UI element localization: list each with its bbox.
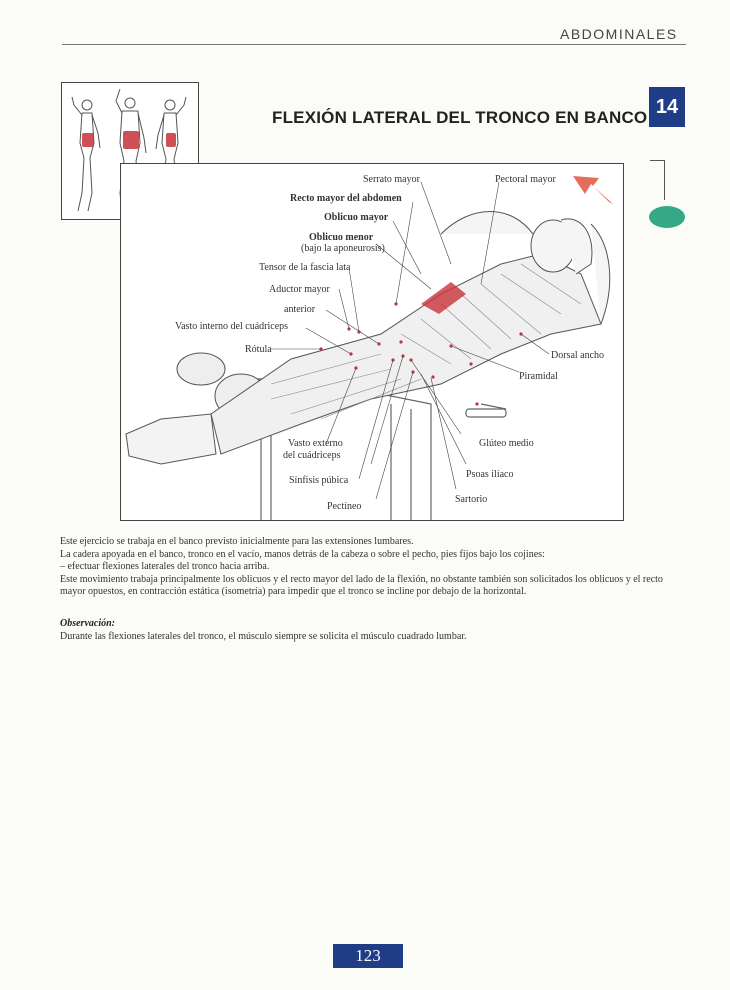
page-number: 123 — [333, 944, 403, 968]
label-dorsal-ancho: Dorsal ancho — [551, 350, 605, 361]
label-serrato-mayor: Serrato mayor — [363, 174, 420, 185]
body-paragraph: Este movimiento trabaja principalmente l… — [60, 573, 663, 598]
page-title: FLEXIÓN LATERAL DEL TRONCO EN BANCO — [272, 108, 648, 127]
label-sinfisis: Sínfisis púbica — [289, 475, 349, 486]
section-header: ABDOMINALES — [560, 26, 678, 42]
oblique-highlight — [421, 282, 466, 314]
label-oblicuo-mayor: Oblicuo mayor — [324, 212, 389, 223]
side-line — [650, 160, 665, 161]
label-anterior: anterior — [284, 304, 316, 315]
exercise-drawing — [125, 176, 613, 520]
side-line-vertical — [664, 160, 665, 200]
label-oblicuo-menor: Oblicuo menor — [309, 232, 374, 243]
exercise-number-badge: 14 — [649, 87, 685, 127]
label-sartorio: Sartorio — [455, 494, 488, 505]
header-rule — [62, 44, 686, 45]
leader-lines — [271, 181, 550, 500]
observation-text: Durante las flexiones laterales del tron… — [60, 631, 467, 642]
section-marker-oval — [649, 206, 685, 228]
label-recto-mayor: Recto mayor del abdomen — [290, 193, 402, 204]
label-piramidal: Piramidal — [519, 371, 558, 382]
label-gluteo-medio: Glúteo medio — [479, 438, 534, 449]
body-paragraph: La cadera apoyada en el banco, tronco en… — [60, 548, 545, 560]
body-paragraph: Este ejercicio se trabaja en el banco pr… — [60, 536, 414, 547]
label-aductor: Aductor mayor — [269, 284, 330, 295]
body-text: Este ejercicio se trabaja en el banco pr… — [60, 536, 690, 599]
label-psoas: Psoas ilíaco — [466, 469, 514, 480]
arrow-up-left-icon — [573, 176, 613, 204]
label-vasto-externo: Vasto externo — [288, 438, 343, 449]
head-drawing — [440, 211, 611, 325]
anatomy-figures-illustration — [71, 88, 187, 212]
label-tensor: Tensor de la fascia lata — [259, 262, 351, 273]
label-vasto-interno: Vasto interno del cuádriceps — [175, 321, 289, 332]
body-paragraph: – efectuar flexiones laterales del tronc… — [60, 561, 270, 572]
label-rotula: Rótula — [245, 344, 272, 355]
observation-title: Observación: — [60, 618, 115, 629]
label-pectineo: Pectíneo — [327, 501, 362, 512]
label-oblicuo-menor-sub: (bajo la aponeurosis) — [301, 243, 385, 254]
label-vasto-externo-2: del cuádriceps — [283, 450, 341, 461]
anatomical-illustration: Serrato mayor Pectoral mayor Recto mayor… — [120, 163, 624, 521]
label-pectoral-mayor: Pectoral mayor — [495, 174, 556, 185]
shoe-drawing — [125, 413, 217, 465]
